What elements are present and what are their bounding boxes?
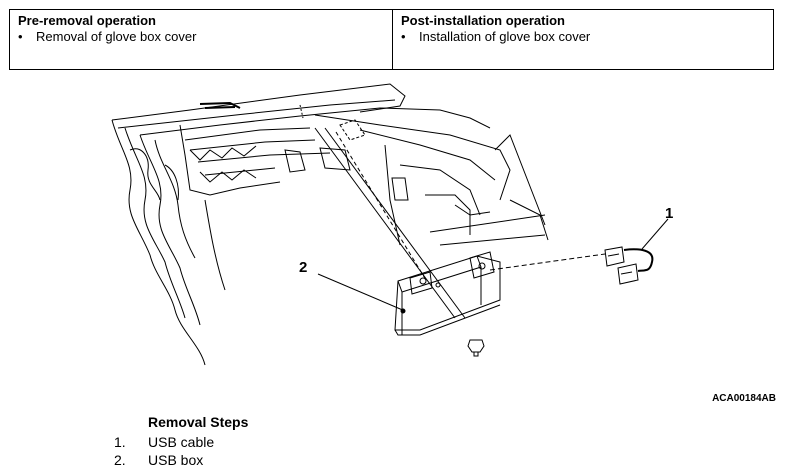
step-label: USB box [148,452,204,468]
pre-removal-item: •Removal of glove box cover [18,29,197,44]
step-label: USB cable [148,434,215,450]
post-installation-heading: Post-installation operation [401,13,565,28]
step-number: 1. [114,434,126,450]
post-installation-cell: Post-installation operation •Installatio… [393,10,773,69]
pre-removal-heading: Pre-removal operation [18,13,156,28]
bullet-icon: • [401,29,406,44]
post-installation-item: •Installation of glove box cover [401,29,591,44]
pre-removal-cell: Pre-removal operation •Removal of glove … [10,10,393,69]
removal-steps-title: Removal Steps [148,414,249,430]
callout-1: 1 [665,205,674,222]
step-number: 2. [114,452,126,468]
list-item: 1. USB cable [114,433,214,451]
list-item: 2. USB box [114,451,214,469]
usb-box-diagram [111,83,669,366]
callout-2: 2 [299,259,308,276]
figure-code: ACA00184AB [712,393,776,404]
removal-steps-list: 1. USB cable 2. USB box [114,433,214,469]
operations-table: Pre-removal operation •Removal of glove … [9,9,774,70]
bullet-icon: • [18,29,23,44]
